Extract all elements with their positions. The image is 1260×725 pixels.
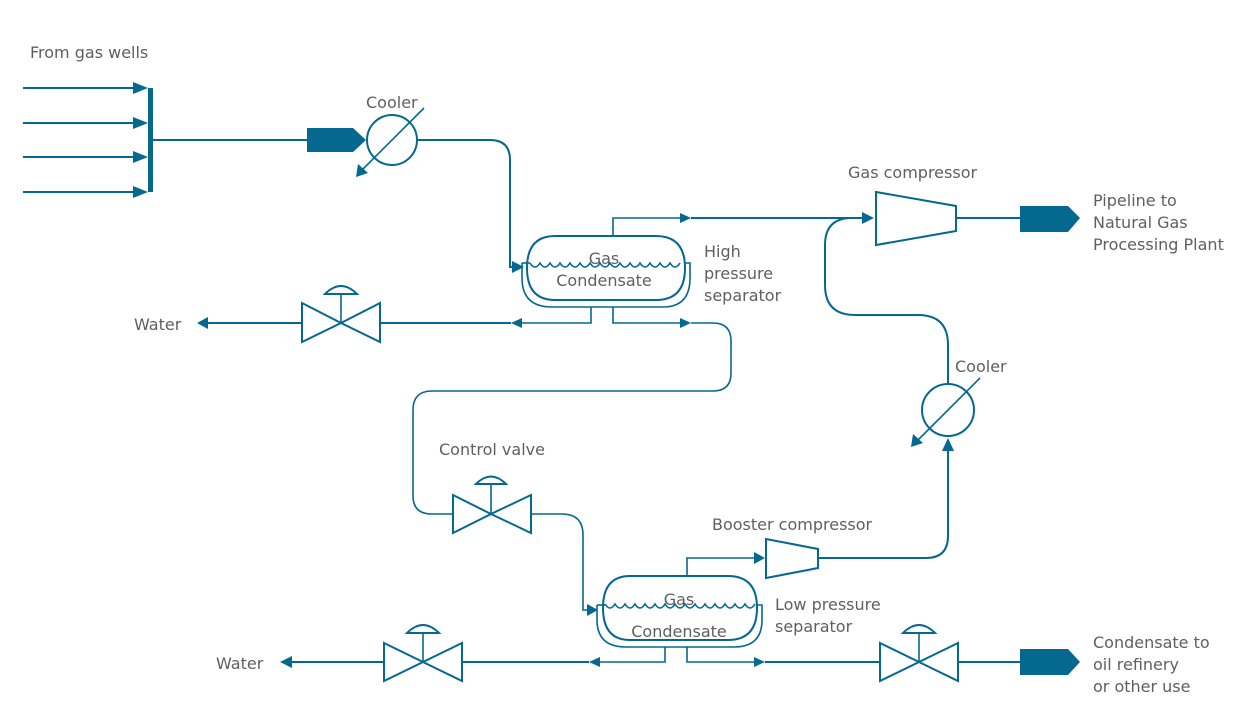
arrow-icon xyxy=(512,261,524,273)
valve-body-icon xyxy=(879,641,922,683)
pipe-control-valve-to-lp-separator xyxy=(531,513,590,611)
separator-jacket xyxy=(521,262,691,308)
booster-compressor[interactable] xyxy=(765,537,819,580)
arrow-icon xyxy=(197,317,208,329)
valve-actuator-icon xyxy=(900,624,938,634)
control-valve[interactable] xyxy=(452,475,532,535)
pipe-hp-water-outlet xyxy=(518,307,592,324)
water-valve-1[interactable] xyxy=(301,285,381,344)
valve-body-icon xyxy=(488,493,532,535)
compressor-icon xyxy=(765,537,819,580)
arrow-icon xyxy=(862,212,874,224)
arrow-icon xyxy=(280,656,292,668)
arrow-icon xyxy=(589,657,600,667)
arrow-icon xyxy=(133,117,148,129)
booster-compressor-label: Booster compressor xyxy=(712,515,873,534)
arrow-icon xyxy=(680,213,691,223)
pipeline-label: Natural Gas xyxy=(1093,213,1188,232)
valve-actuator-icon xyxy=(404,624,442,634)
hp-separator-label: separator xyxy=(704,286,782,305)
valve-body-icon xyxy=(338,301,381,344)
pipeline-label: Processing Plant xyxy=(1093,235,1224,254)
lp-separator[interactable]: Gas Condensate xyxy=(596,575,763,648)
valve-body-icon xyxy=(452,493,494,535)
cooler-diagonal-arrow-icon xyxy=(359,107,425,173)
separator-vessel xyxy=(525,235,687,301)
valve-actuator-icon xyxy=(473,475,509,485)
control-valve-label: Control valve xyxy=(439,440,545,459)
valve-body-icon xyxy=(301,301,344,344)
valve-body-icon xyxy=(383,641,426,683)
hp-separator-label: pressure xyxy=(704,264,773,283)
arrow-icon xyxy=(133,186,148,198)
arrow-icon xyxy=(911,434,923,447)
arrow-icon xyxy=(133,151,148,163)
arrow-icon xyxy=(511,318,522,328)
lp-tank-condensate-label: Condensate xyxy=(631,622,727,641)
condensate-outlet-label: or other use xyxy=(1093,677,1190,696)
pipeline-label: Pipeline to xyxy=(1093,191,1177,210)
condensate-outlet-label: oil refinery xyxy=(1093,655,1179,674)
gas-well-inlets xyxy=(23,82,153,198)
arrow-icon xyxy=(754,657,765,667)
cooler-diagonal-arrow-icon xyxy=(915,377,981,443)
water-outlet-label: Water xyxy=(134,315,182,334)
arrow-icon xyxy=(942,438,954,451)
pipe-lp-gas-outlet xyxy=(686,557,756,576)
pipe-booster-to-cooler xyxy=(818,445,949,559)
hp-separator[interactable]: Gas Condensate xyxy=(521,235,691,308)
lp-separator-label: separator xyxy=(775,617,853,636)
condensate-valve[interactable] xyxy=(879,624,959,683)
arrow-icon xyxy=(133,82,148,94)
liquid-level-wave xyxy=(604,602,756,609)
arrow-icon xyxy=(754,552,765,564)
off-page-connector-icon xyxy=(1020,649,1080,675)
arrow-icon xyxy=(356,164,368,177)
lp-tank-gas-label: Gas xyxy=(664,590,695,609)
separator-jacket xyxy=(596,604,763,648)
gas-compressor-label: Gas compressor xyxy=(848,163,977,182)
hp-tank-gas-label: Gas xyxy=(589,249,620,268)
pipe-cooler-to-gas-compressor xyxy=(824,217,949,384)
valve-body-icon xyxy=(420,641,463,683)
cooler-2-label: Cooler xyxy=(955,357,1007,376)
arrow-icon xyxy=(587,604,598,616)
valve-actuator-icon xyxy=(322,285,360,295)
manifold-header xyxy=(148,88,153,192)
water-valve-2[interactable] xyxy=(383,624,463,683)
condensate-outlet-label: Condensate to xyxy=(1093,633,1210,652)
water-outlet-label: Water xyxy=(216,654,264,673)
cooler-1[interactable] xyxy=(356,107,425,177)
liquid-level-wave xyxy=(529,261,681,268)
hp-tank-condensate-label: Condensate xyxy=(556,271,652,290)
cooler-2[interactable] xyxy=(911,377,981,447)
pipe-lp-water-outlet xyxy=(598,647,666,663)
pipe-hp-to-control-valve xyxy=(412,322,732,515)
arrow-icon xyxy=(680,318,691,328)
pipe-lp-condensate-outlet xyxy=(686,647,756,663)
hp-separator-label: High xyxy=(704,242,741,261)
from-gas-wells-label: From gas wells xyxy=(30,43,148,62)
pipe-hp-condensate-outlet xyxy=(612,307,682,324)
valve-body-icon xyxy=(916,641,959,683)
off-page-connector-icon xyxy=(307,128,366,152)
pipe-cooler-to-hp-separator xyxy=(417,139,520,268)
off-page-connector-icon xyxy=(1020,206,1080,232)
pipe-hp-gas-outlet xyxy=(612,217,682,236)
compressor-icon xyxy=(875,190,957,247)
cooler-1-label: Cooler xyxy=(366,93,418,112)
gas-compressor[interactable] xyxy=(875,190,957,247)
lp-separator-label: Low pressure xyxy=(775,595,881,614)
